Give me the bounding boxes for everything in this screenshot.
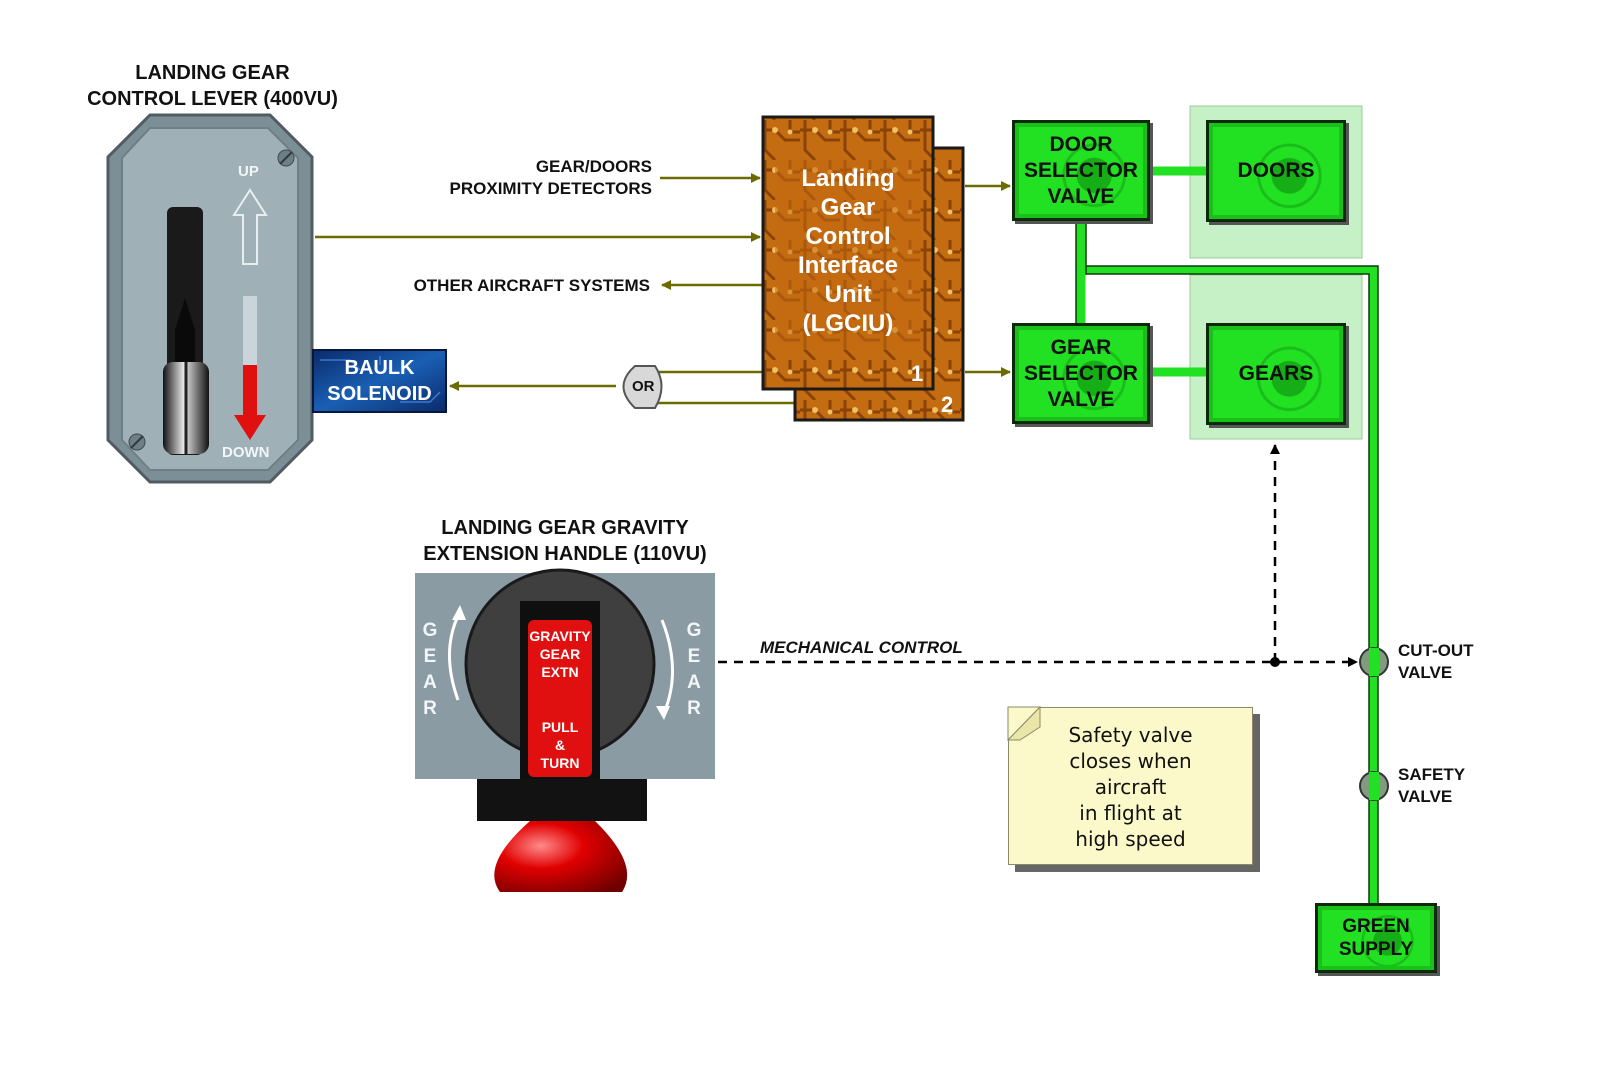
handle-text: GEAR	[539, 646, 581, 662]
gear-valve-line3: VALVE	[1047, 387, 1115, 411]
gravity-handle-title: LANDING GEAR GRAVITY EXTENSION HANDLE (1…	[390, 515, 740, 567]
lgciu-line: Gear	[820, 194, 876, 221]
safety-valve-symbol	[1359, 771, 1389, 801]
other-aircraft-systems-label: OTHER AIRCRAFT SYSTEMS	[413, 276, 650, 295]
lgciu-line: Landing	[801, 165, 895, 192]
hydraulic-lines	[1076, 166, 1379, 905]
gears-label: GEARS	[1238, 362, 1314, 385]
landing-gear-control-lever[interactable]	[106, 113, 314, 484]
note-line: in flight at	[1079, 801, 1182, 825]
gravity-title-line2: EXTENSION HANDLE (110VU)	[423, 543, 707, 565]
green-supply: GREEN SUPPLY	[1315, 903, 1437, 973]
lgciu-line: Interface	[797, 252, 899, 279]
mechanical-control-label: MECHANICAL CONTROL	[760, 638, 963, 657]
doors-actuator: DOORS	[1206, 120, 1346, 222]
gear-letters-right: G E A R	[684, 618, 704, 722]
door-selector-valve: DOOR SELECTOR VALVE	[1012, 120, 1150, 221]
safety-note: Safety valve closes when aircraft in fli…	[1008, 707, 1253, 865]
lever-title-line1: LANDING GEAR	[135, 62, 290, 84]
cutout-line1: CUT-OUT	[1398, 641, 1474, 660]
proximity-detectors-label: GEAR/DOORS PROXIMITY DETECTORS	[380, 156, 652, 200]
note-fold-icon	[1008, 707, 1041, 741]
baulk-line1: BAULK	[344, 357, 415, 379]
lever-title: LANDING GEAR CONTROL LEVER (400VU)	[60, 60, 365, 112]
handle-top-text: GRAVITY GEAR EXTN	[524, 627, 596, 681]
gear-selector-valve: GEAR SELECTOR VALVE	[1012, 323, 1150, 424]
gear-letter: R	[687, 698, 701, 719]
gear-letter: G	[422, 620, 438, 641]
doors-label: DOORS	[1237, 159, 1315, 182]
green-supply-line1: GREEN	[1342, 916, 1410, 937]
lgciu-line: (LGCIU)	[802, 310, 894, 337]
gear-letter: A	[687, 672, 701, 693]
mechanical-control-lines	[718, 444, 1358, 667]
handle-text: EXTN	[541, 664, 579, 680]
detectors-line2: PROXIMITY DETECTORS	[449, 179, 652, 198]
lgciu-unit-1: 1	[911, 361, 924, 386]
note-line: high speed	[1075, 827, 1186, 851]
gears-actuator: GEARS	[1206, 323, 1346, 425]
note-line: Safety valve	[1068, 723, 1193, 747]
gear-letter: A	[423, 672, 437, 693]
safety-valve-label: SAFETY VALVE	[1398, 764, 1465, 808]
handle-text: TURN	[540, 755, 580, 771]
safety-line2: VALVE	[1398, 787, 1453, 806]
gravity-extension-handle[interactable]	[415, 568, 715, 892]
lever-title-line2: CONTROL LEVER (400VU)	[87, 88, 338, 110]
handle-text: &	[554, 737, 566, 753]
cutout-line2: VALVE	[1398, 663, 1453, 682]
handle-text: GRAVITY	[529, 628, 591, 644]
handle-bottom-text: PULL & TURN	[524, 718, 596, 772]
baulk-solenoid	[312, 349, 447, 413]
gear-valve-line2: SELECTOR	[1024, 361, 1138, 385]
gear-letter: E	[423, 646, 437, 667]
lgciu-line: Unit	[824, 281, 872, 308]
or-gate-label: OR	[632, 378, 655, 395]
note-line: aircraft	[1094, 775, 1167, 799]
cut-out-valve-label: CUT-OUT VALVE	[1398, 640, 1474, 684]
baulk-solenoid-label: BAULK SOLENOID	[313, 355, 446, 407]
lgciu-label: Landing Gear Control Interface Unit (LGC…	[763, 164, 933, 338]
gear-valve-line1: GEAR	[1050, 335, 1112, 359]
lever-down-label: DOWN	[222, 444, 270, 461]
door-valve-line2: SELECTOR	[1024, 158, 1138, 182]
baulk-line2: SOLENOID	[327, 383, 432, 405]
signal-lines	[315, 173, 1011, 405]
lever-up-label: UP	[238, 163, 259, 180]
gravity-title-line1: LANDING GEAR GRAVITY	[441, 517, 689, 539]
detectors-line1: GEAR/DOORS	[535, 157, 652, 176]
note-line: closes when	[1069, 749, 1192, 773]
or-gate	[622, 365, 663, 409]
lgciu-unit-2: 2	[941, 392, 954, 417]
cut-out-valve-symbol	[1359, 647, 1389, 677]
door-valve-line1: DOOR	[1049, 132, 1113, 156]
door-valve-line3: VALVE	[1047, 184, 1115, 208]
safety-line1: SAFETY	[1398, 765, 1466, 784]
green-supply-line2: SUPPLY	[1338, 939, 1414, 960]
gear-letter: E	[687, 646, 701, 667]
gear-letter: R	[423, 698, 437, 719]
gear-letter: G	[686, 620, 702, 641]
lgciu-boards	[761, 115, 965, 422]
lgciu-line: Control	[805, 223, 891, 250]
handle-text: PULL	[541, 719, 579, 735]
gear-letters-left: G E A R	[420, 618, 440, 722]
